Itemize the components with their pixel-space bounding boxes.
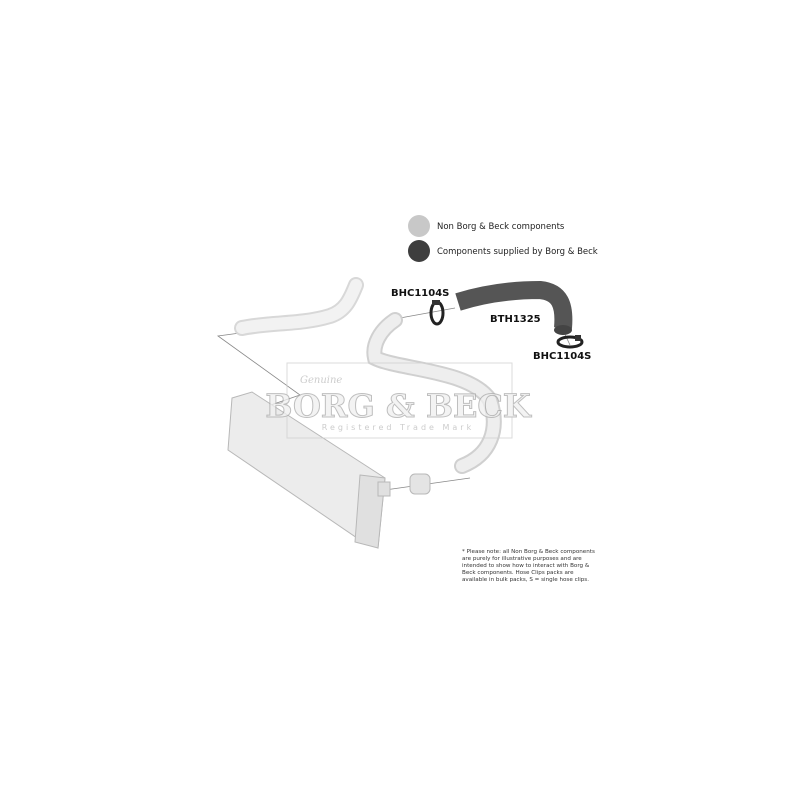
legend-label-component: Components supplied by Borg & Beck: [437, 247, 598, 257]
legend-swatch-component: [408, 240, 430, 262]
svg-text:Genuine: Genuine: [300, 375, 342, 386]
intercooler: [227, 391, 391, 549]
watermark: Genuine BORG & BECK Registered Trade Mar…: [265, 362, 532, 439]
hose-clamp-bottom: [556, 335, 584, 349]
hose-bth1325: [455, 280, 573, 329]
label-clamp-top: BHC1104S: [391, 288, 449, 299]
legend-swatch-non-component: [408, 215, 430, 237]
legend-label-non-component: Non Borg & Beck components: [437, 222, 565, 232]
disclaimer-note: * Please note: all Non Borg & Beck compo…: [462, 549, 595, 583]
watermark-brand: BORG & BECK: [265, 387, 532, 425]
label-hose: BTH1325: [490, 314, 541, 325]
hose-clamp-top: [429, 300, 445, 326]
coupler: [409, 473, 431, 495]
watermark-tagline: Registered Trade Mark: [322, 423, 474, 432]
label-clamp-bottom: BHC1104S: [533, 351, 591, 362]
